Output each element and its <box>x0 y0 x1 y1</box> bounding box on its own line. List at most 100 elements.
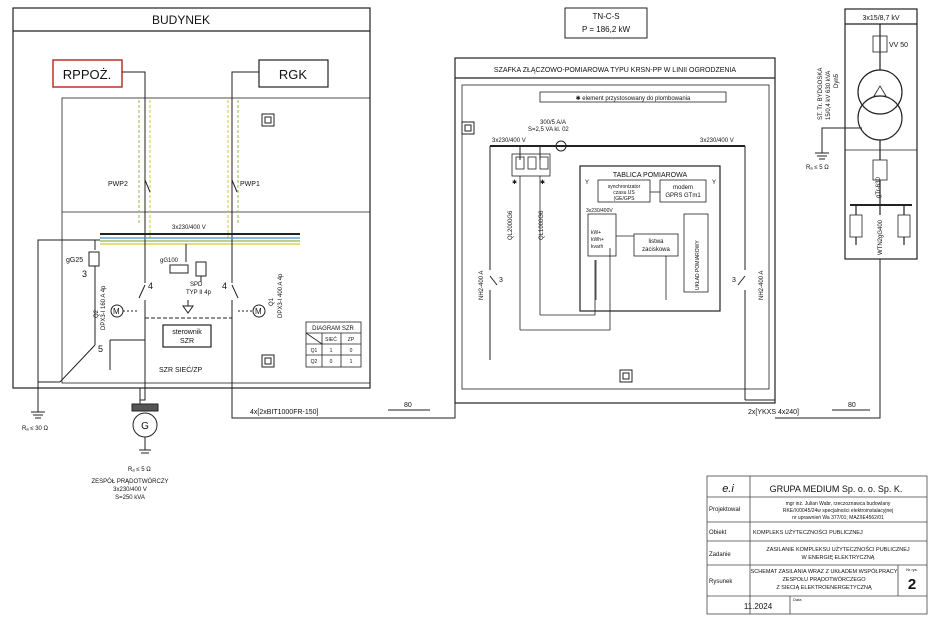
marker-square <box>619 369 633 383</box>
station-line1: ST. Tr. BYDGOSKA <box>818 68 824 120</box>
station-line3: Dyn5 <box>834 73 840 88</box>
fuse-g25: gG25 <box>66 257 83 264</box>
spd-branch <box>169 244 207 282</box>
szr-row2-name: Q2 <box>311 359 318 365</box>
controller-line2: SZR <box>180 338 194 345</box>
generator-symbol: G <box>141 421 149 432</box>
generator <box>131 388 159 454</box>
cabinet-bus-right: 3x230/400 V <box>700 138 734 144</box>
role-drawing: Rysunek <box>709 579 733 585</box>
y-left: Y <box>585 180 589 186</box>
drawing-line2: ZESPOŁU PRĄDOTWÓRCZEGO <box>782 576 866 583</box>
station-line2: 15/0,4 kV 630 kVA <box>826 71 832 120</box>
drawing-line1: SCHEMAT ZASILANIA WRAZ Z UKŁADEM WSPÓŁPR… <box>751 568 898 575</box>
star-right: ✱ <box>540 179 545 186</box>
trafo-earth-label: Rₐ ≤ 5 Ω <box>806 165 829 171</box>
meter-reading-1: kW+ <box>591 230 601 236</box>
modem-line2: GPRS GTm1 <box>665 193 701 199</box>
q1-label: Q1 <box>269 297 275 306</box>
trafo-cable-label: 2x[YKXS 4x240] <box>748 409 799 416</box>
object-name: KOMPLEKS UŻYTECZNOŚCI PUBLICZNEJ <box>753 528 863 536</box>
role-task: Zadanie <box>709 552 731 558</box>
date-label: Data <box>793 597 802 602</box>
q2-label: Q2 <box>94 309 100 318</box>
spd-type: TYP II 4p <box>186 290 212 296</box>
spd-label: SPD <box>190 282 203 288</box>
y-right: Y <box>712 180 716 186</box>
meter-title: TABLICA POMIAROWA <box>613 172 688 179</box>
nh-right-num: 3 <box>732 277 736 284</box>
supply-box <box>564 7 648 39</box>
main-busbar <box>100 233 300 245</box>
role-object: Obiekt <box>709 530 727 536</box>
designer-line1: mgr inż. Julian Wabr, rzeczoznawca budow… <box>786 501 891 507</box>
modem-line1: modem <box>673 185 693 191</box>
motor-q2: M <box>113 307 120 316</box>
controller-line1: sterownik <box>172 329 202 336</box>
q2-desc: DPX3-I 160 A 4p <box>101 285 107 330</box>
motor-q1: M <box>255 307 262 316</box>
cabinet-frame <box>454 57 776 404</box>
trafo-vv: VV 50 <box>889 42 908 49</box>
szr-head-siec: SIEĆ <box>325 336 337 343</box>
q1-desc: DPX3-I 400 A 4p <box>278 273 284 318</box>
sync-line2: czasu US <box>613 190 635 196</box>
trafo-fuse: gTr-630 <box>876 177 882 198</box>
system-label: UKŁAD POMIAROWY <box>695 240 701 290</box>
rppoz-box <box>52 59 123 88</box>
role-project: Projektował <box>709 507 741 513</box>
cabinet-busbar <box>489 140 775 401</box>
building-title: BUDYNEK <box>152 13 210 27</box>
rppoz-branch <box>37 239 100 383</box>
fuse-holders <box>511 153 611 331</box>
fuse-left-2: QL1000G6 <box>539 210 545 240</box>
sync-line1: synchronizator <box>608 184 641 190</box>
company-logo: e.i <box>722 483 734 495</box>
meter-reading-2: kWh+ <box>591 237 604 243</box>
szr-table <box>305 321 362 368</box>
earth-gen-label: Rₐ ≤ 5 Ω <box>128 467 151 473</box>
cabinet-bus-left: 3x230/400 V <box>492 138 526 144</box>
fuse-g100: gG100 <box>160 258 179 264</box>
marker-square <box>261 113 275 127</box>
title-block <box>706 475 928 615</box>
szr-label: SZR SIEĆ/ZP <box>159 365 203 374</box>
generator-line1: ZESPÓŁ PRĄDOTWÓRCZY <box>91 478 168 485</box>
generator-line2: 3x230/400 V <box>113 487 147 493</box>
szr-head-zp: ZP <box>348 337 355 343</box>
task-line2: W ENERGIĘ ELEKTRYCZNĄ <box>802 555 875 561</box>
building-cable-len: 80 <box>404 402 412 409</box>
nh-left-num: 3 <box>499 277 503 284</box>
szr-row2-siec: 0 <box>330 359 333 365</box>
rgk-box <box>258 59 329 88</box>
trafo-cable-len: 80 <box>848 402 856 409</box>
rppoz-label: RPPOŻ. <box>63 67 111 82</box>
designer-line3: nr uprawnień Wa 377/01; MAZ/IE4562/01 <box>792 515 884 521</box>
supply-system: TN-C-S <box>592 12 619 21</box>
szr-row1-siec: 1 <box>330 348 333 354</box>
szr-controller <box>162 324 212 348</box>
star-left: ✱ <box>512 179 517 186</box>
earth-left-label: Rₐ ≤ 30 Ω <box>22 426 49 432</box>
designer-line2: RKE/X/0045/24w specjalności elektroinsta… <box>783 508 893 514</box>
drawing-date: 11.2024 <box>744 602 773 611</box>
bus-voltage: 3x230/400 V <box>172 225 206 231</box>
trafo-cable <box>775 259 881 419</box>
drawing-nr-label: Nr rys. <box>906 567 918 572</box>
pwp-switches <box>144 179 238 193</box>
pwp2-label: PWP2 <box>108 181 128 188</box>
sync-line3: (GE/GPS <box>614 196 636 202</box>
mark-4a: 4 <box>148 281 153 291</box>
building-cable <box>231 388 456 419</box>
pwp1-label: PWP1 <box>240 181 260 188</box>
fuse-left-1: QL2000G6 <box>508 210 514 240</box>
mark-3: 3 <box>82 269 87 279</box>
terminal-line2: zaciskowa <box>642 247 670 253</box>
szr-table-title: DIAGRAM SZR <box>312 326 354 332</box>
cabinet-title: SZAFKA ZŁĄCZOWO-POMIAROWA TYPU KRSN-PP W… <box>494 67 737 74</box>
trafo-wtn: WTN2gG400 <box>878 219 884 255</box>
ct-class: S=2,5 VA kl. 02 <box>528 127 569 133</box>
transformer-frame <box>844 8 918 260</box>
szr-row1-zp: 0 <box>350 348 353 354</box>
ct-ratio: 300/5 A/A <box>540 120 566 126</box>
